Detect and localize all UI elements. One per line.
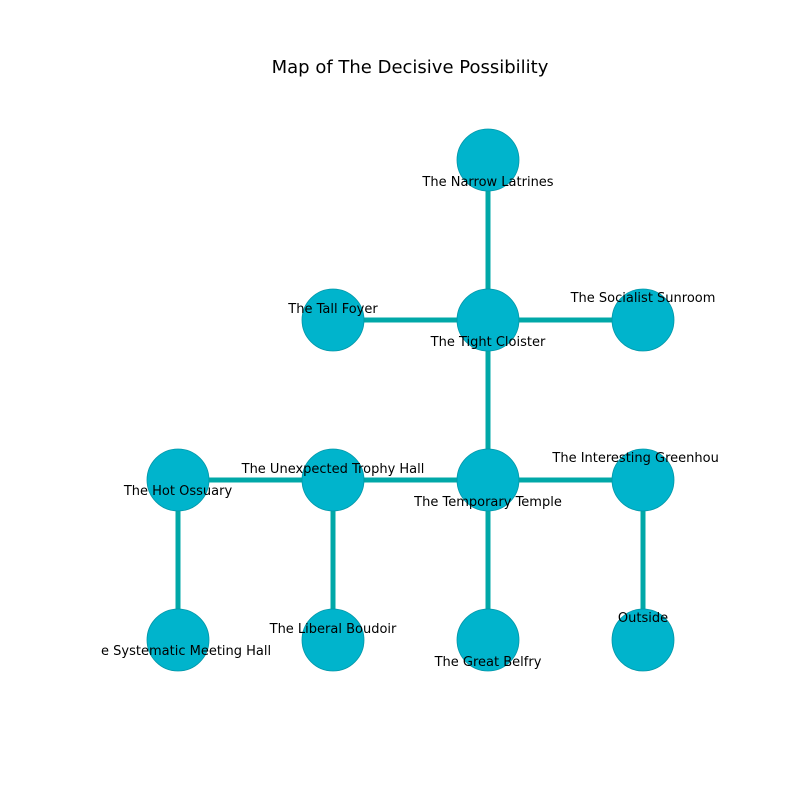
room-node-unexpected-trophy-hall[interactable] bbox=[301, 448, 365, 512]
room-label-temporary-temple: The Temporary Temple bbox=[413, 495, 562, 510]
room-label-outside: Outside bbox=[618, 611, 668, 626]
room-label-narrow-latrines: The Narrow Latrines bbox=[421, 175, 553, 190]
room-node-systematic-meeting-hall[interactable] bbox=[146, 608, 210, 672]
room-node-tight-cloister[interactable] bbox=[456, 288, 520, 352]
room-node-socialist-sunroom[interactable] bbox=[611, 288, 675, 352]
map-title: Map of The Decisive Possibility bbox=[272, 57, 549, 78]
room-label-interesting-greenhouse: The Interesting Greenhouse bbox=[551, 451, 733, 466]
room-label-tall-foyer: The Tall Foyer bbox=[287, 302, 378, 317]
room-node-hot-ossuary[interactable] bbox=[146, 448, 210, 512]
room-node-narrow-latrines[interactable] bbox=[456, 128, 520, 192]
room-node-tall-foyer[interactable] bbox=[301, 288, 365, 352]
room-label-liberal-boudoir: The Liberal Boudoir bbox=[269, 622, 397, 637]
room-label-systematic-meeting-hall: The Systematic Meeting Hall bbox=[84, 644, 271, 659]
room-node-great-belfry[interactable] bbox=[456, 608, 520, 672]
nodes-layer bbox=[146, 128, 675, 672]
room-label-great-belfry: The Great Belfry bbox=[434, 655, 542, 670]
room-node-outside[interactable] bbox=[611, 608, 675, 672]
room-node-liberal-boudoir[interactable] bbox=[301, 608, 365, 672]
room-label-tight-cloister: The Tight Cloister bbox=[430, 335, 546, 350]
room-label-unexpected-trophy-hall: The Unexpected Trophy Hall bbox=[241, 462, 425, 477]
room-node-temporary-temple[interactable] bbox=[456, 448, 520, 512]
room-node-interesting-greenhouse[interactable] bbox=[611, 448, 675, 512]
room-label-hot-ossuary: The Hot Ossuary bbox=[123, 484, 233, 499]
room-label-socialist-sunroom: The Socialist Sunroom bbox=[570, 291, 716, 306]
